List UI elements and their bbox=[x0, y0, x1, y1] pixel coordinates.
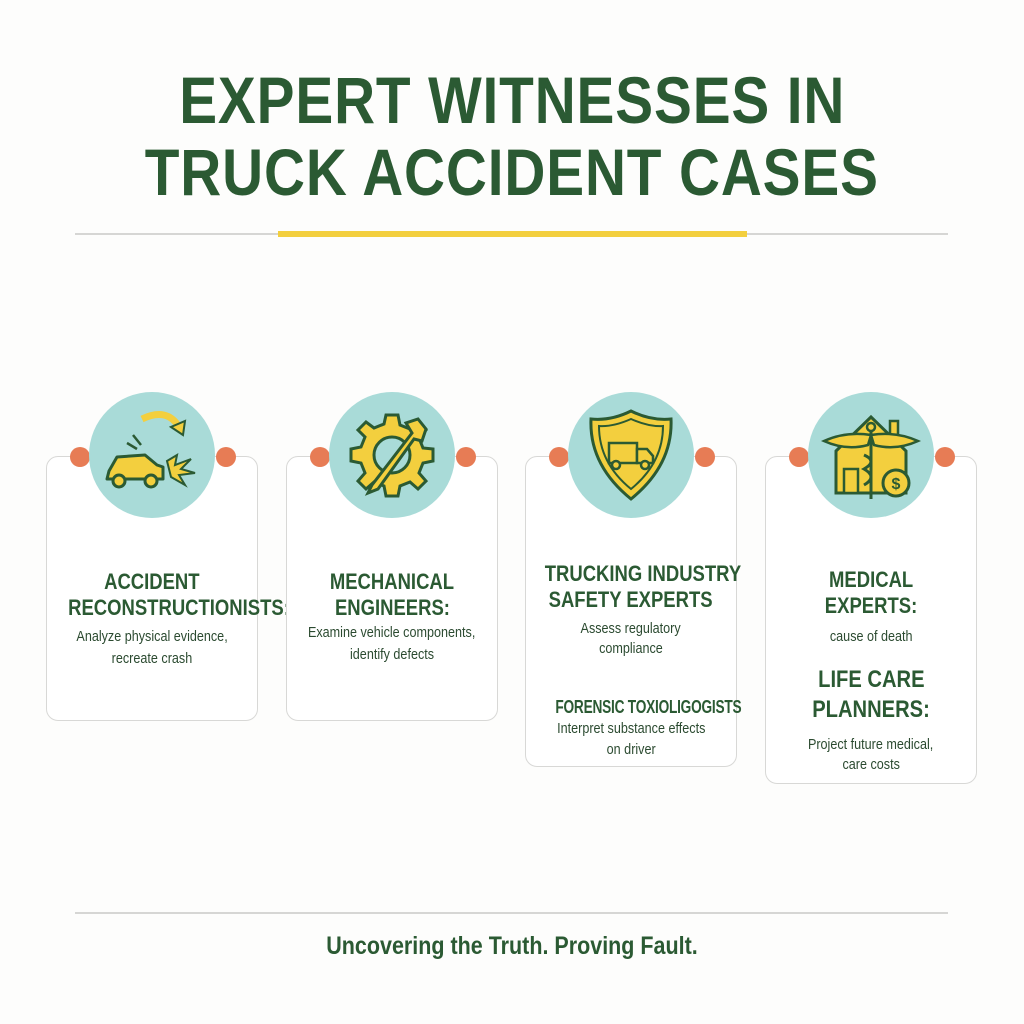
card-description: recreate crash bbox=[111, 650, 193, 667]
card-description: Examine vehicle components, bbox=[308, 624, 476, 641]
gear-wrench-icon bbox=[329, 392, 455, 518]
card-description: care costs bbox=[842, 756, 900, 773]
card-description: Project future medical, bbox=[808, 736, 934, 753]
card-subheading: PLANNERS: bbox=[812, 696, 930, 723]
orange-dot bbox=[216, 447, 236, 467]
card-heading: MEDICAL bbox=[828, 567, 914, 592]
car-crash-icon bbox=[89, 392, 215, 518]
card-trucking-safety-experts: TRUCKING INDUSTRY SAFETY EXPERTS Assess … bbox=[525, 456, 742, 767]
card-description: on driver bbox=[606, 741, 656, 758]
card-heading: MECHANICAL bbox=[329, 569, 455, 594]
orange-dot bbox=[70, 447, 90, 467]
card-subheading: LIFE CARE bbox=[817, 666, 925, 693]
svg-text:$: $ bbox=[892, 476, 901, 493]
title-line-2: TRUCK ACCIDENT CASES bbox=[144, 135, 880, 209]
medical-caduceus-house-dollar-icon: $ bbox=[808, 392, 934, 518]
card-heading: SAFETY EXPERTS bbox=[549, 587, 713, 612]
orange-dot bbox=[310, 447, 330, 467]
orange-dot bbox=[456, 447, 476, 467]
card-heading: ENGINEERS: bbox=[334, 595, 450, 620]
orange-dot bbox=[695, 447, 715, 467]
title-line-1: EXPERT WITNESSES IN bbox=[178, 63, 846, 137]
card-description: Assess regulatory bbox=[580, 620, 682, 637]
card-heading: RECONSTRUCTIONISTS: bbox=[68, 595, 290, 620]
orange-dot bbox=[549, 447, 569, 467]
card-description: compliance bbox=[599, 640, 663, 657]
card-mechanical-engineers: MECHANICAL ENGINEERS: Examine vehicle co… bbox=[286, 456, 498, 721]
card-description: Analyze physical evidence, bbox=[76, 628, 228, 645]
card-heading: ACCIDENT bbox=[104, 569, 200, 594]
card-heading: TRUCKING INDUSTRY bbox=[544, 561, 742, 586]
orange-dot bbox=[789, 447, 809, 467]
card-description: cause of death bbox=[829, 628, 913, 645]
card-heading: EXPERTS: bbox=[824, 593, 918, 618]
card-subheading: FORENSIC TOXIOLIGOGISTS bbox=[555, 697, 742, 717]
orange-dot bbox=[935, 447, 955, 467]
shield-truck-icon bbox=[568, 392, 694, 518]
tagline: Uncovering the Truth. Proving Fault. bbox=[326, 932, 698, 960]
card-description: Interpret substance effects bbox=[556, 720, 706, 737]
footer-divider bbox=[75, 912, 948, 914]
card-description: identify defects bbox=[349, 646, 435, 663]
card-accident-reconstructionists: ACCIDENT RECONSTRUCTIONISTS: Analyze phy… bbox=[46, 456, 290, 721]
title-accent-bar bbox=[278, 231, 747, 237]
